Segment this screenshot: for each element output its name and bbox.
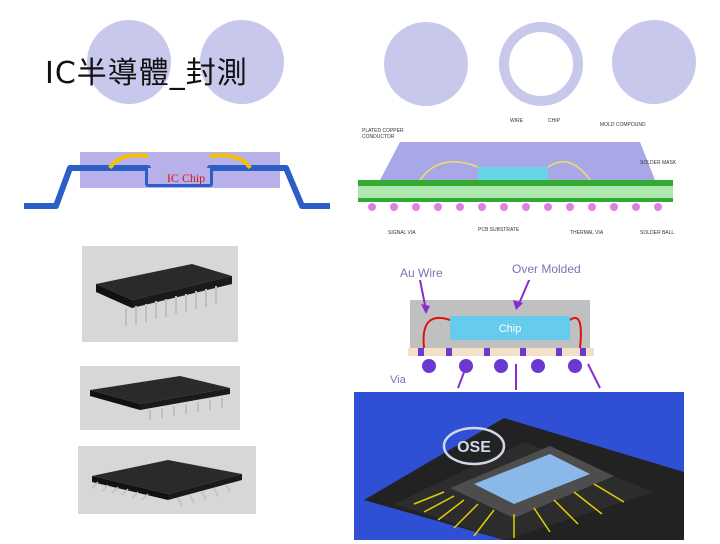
- label-solder-ball: SOLDER BALL: [640, 230, 675, 236]
- sop-package-photo: [80, 366, 240, 430]
- au-wire-right: [569, 317, 582, 349]
- decor-circle-1: [87, 20, 171, 104]
- die-pad: [148, 168, 210, 184]
- dip-package-photo: [82, 246, 238, 342]
- label-conductor: CONDUCTOR: [362, 134, 395, 140]
- substrate-vias: [418, 348, 586, 356]
- label-plated-copper: PLATED COPPER: [362, 128, 404, 134]
- arrow-over-molded: [517, 280, 531, 307]
- bond-wire-left: [108, 153, 149, 170]
- rendered-package-image: OSE: [354, 392, 684, 540]
- chip-block: [450, 316, 570, 340]
- decor-circle-3: [384, 22, 468, 106]
- au-wire-left: [422, 317, 451, 349]
- ic-chip-label: IC Chip: [167, 171, 205, 185]
- via-label: Via: [390, 374, 406, 386]
- solder-balls: [422, 359, 582, 373]
- decor-circle-5: [612, 20, 696, 104]
- arrow-via-left: [457, 361, 469, 389]
- bga-cross-section: PLATED COPPER CONDUCTOR WIRE CHIP MOLD C…: [350, 112, 690, 242]
- label-chip: CHIP: [548, 118, 560, 124]
- label-signal-via: SIGNAL VIA: [388, 230, 416, 236]
- page-title: IC半導體_封測: [45, 56, 248, 91]
- label-wire: WIRE: [510, 118, 524, 124]
- over-molded-label: Over Molded: [512, 262, 581, 276]
- decor-circle-2: [200, 20, 284, 104]
- qfp-package-photo: [78, 446, 256, 514]
- render-logo-text: OSE: [457, 439, 491, 456]
- leadframe-package-diagram: IC Chip: [24, 152, 330, 209]
- bga-cross-section-graphic: [358, 142, 673, 211]
- label-solder-mask: SOLDER MASK: [640, 160, 677, 166]
- label-mold-compound: MOLD COMPOUND: [600, 122, 646, 128]
- arrow-via-right: [587, 363, 601, 389]
- decor-circle-ring-4: [499, 22, 583, 106]
- bond-wire-right: [209, 153, 252, 170]
- substrate: [408, 348, 594, 356]
- chip-label: Chip: [499, 323, 522, 335]
- label-thermal-via: THERMAL VIA: [570, 230, 604, 236]
- au-wire-label: Au Wire: [400, 266, 443, 280]
- simplified-bga-diagram: Chip: [408, 280, 601, 390]
- label-pcb-substrate: PCB SUBSTRATE: [478, 227, 520, 233]
